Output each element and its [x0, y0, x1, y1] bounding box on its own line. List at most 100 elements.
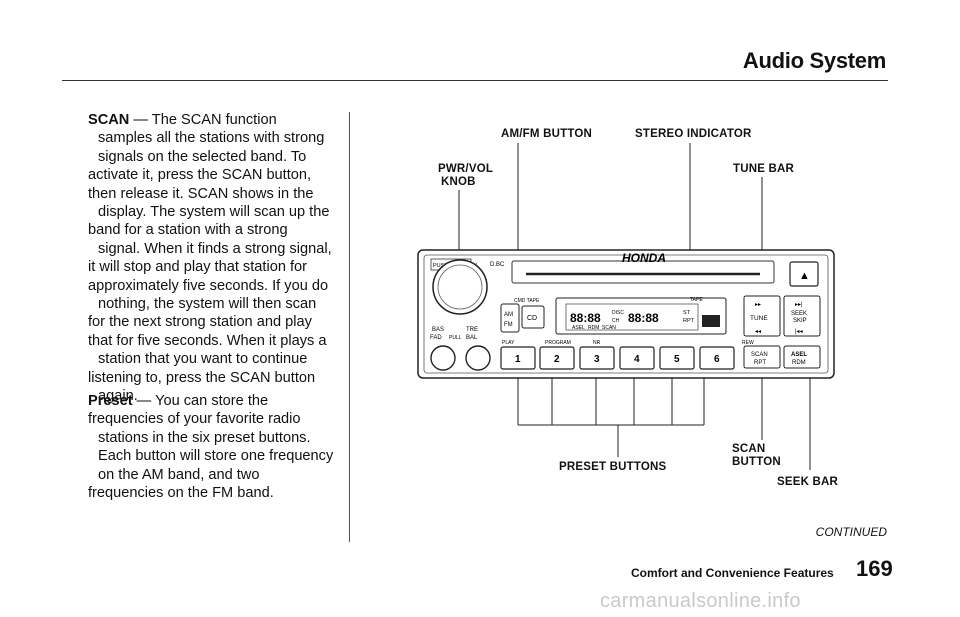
scan-button-label: SCAN — [751, 352, 768, 358]
text-line: frequencies of your favorite radio — [88, 411, 301, 428]
text-line: approximately five seconds. If you do — [88, 277, 329, 294]
text-line: band for a station with a strong — [88, 222, 288, 239]
seek-label-1: SEEK — [791, 311, 807, 317]
page-title: Audio System — [742, 48, 886, 73]
scan-term: SCAN — [88, 112, 130, 128]
text-line: that for five seconds. When it plays a — [88, 332, 327, 349]
preset-button-group: 1 2 3 4 5 6 — [500, 346, 735, 370]
preset-button-label: 6 — [714, 354, 720, 365]
text-line: on the AM band, and two — [98, 466, 260, 483]
preset-button-4[interactable] — [619, 346, 655, 370]
label-knob: KNOB — [441, 176, 476, 188]
preset-button-label: 4 — [634, 354, 640, 365]
tune-ff: ▸▸ — [755, 302, 761, 308]
header-rule — [62, 80, 888, 81]
radio-dbc-label: D.BC — [490, 262, 505, 268]
amfm-button[interactable] — [500, 303, 520, 333]
label-amfm-button: AM/FM BUTTON — [501, 128, 592, 140]
display-disc: DISC — [612, 310, 624, 316]
preset-paragraph: Preset — You can store the frequencies o… — [88, 392, 368, 502]
page-number: 169 — [856, 556, 893, 581]
preset-button-3[interactable] — [579, 346, 615, 370]
label-preset-buttons: PRESET BUTTONS — [559, 461, 667, 473]
rdm-button-label: RDM — [792, 360, 806, 366]
scan-button[interactable] — [743, 345, 781, 369]
text-line: — You can store the — [132, 393, 269, 409]
radio-tre: TRE — [466, 327, 478, 333]
preset-button-6[interactable] — [699, 346, 735, 370]
display-digits: 88:88 — [570, 311, 601, 325]
preset-button-label: 1 — [515, 354, 521, 365]
text-line: again. — [98, 388, 138, 405]
seek-bar[interactable] — [783, 295, 821, 337]
text-line: signal. When it finds a strong signal, — [98, 240, 332, 257]
text-line: frequencies on the FM band. — [88, 485, 274, 502]
radio-cd: CD — [527, 315, 537, 322]
label-scan: SCAN — [732, 443, 766, 455]
label-stereo-indicator: STEREO INDICATOR — [635, 128, 752, 140]
preset-button-label: 2 — [554, 354, 560, 365]
text-line: it will stop and play that station for — [88, 259, 308, 276]
radio-pull: PULL — [449, 335, 462, 341]
label-tune-bar: TUNE BAR — [733, 163, 795, 175]
text-line: stations in the six preset buttons. — [98, 429, 311, 446]
text-line: display. The system will scan up the — [98, 204, 330, 221]
radio-am: AM — [504, 312, 513, 318]
footer-section: Comfort and Convenience Features — [631, 566, 834, 580]
text-line: Each button will store one frequency — [98, 448, 334, 465]
preset-button-5[interactable] — [659, 346, 695, 370]
display-rpt: RPT — [683, 318, 695, 324]
preset-button-label: 3 — [594, 354, 600, 365]
display-tape: TAPE — [690, 297, 703, 303]
radio-nr: NR — [593, 340, 601, 346]
watermark: carmanualsonline.info — [600, 590, 801, 612]
label-seek-bar: SEEK BAR — [777, 476, 839, 488]
tune-label: TUNE — [750, 315, 768, 322]
label-scan-button: BUTTON — [732, 456, 781, 468]
preset-button-2[interactable] — [539, 346, 575, 370]
tune-rw: ◂◂ — [755, 329, 761, 335]
radio-fad: FAD — [430, 335, 442, 341]
radio-program: PROGRAM — [545, 340, 571, 346]
text-line: — The SCAN function — [129, 112, 277, 128]
text-line: signals on the selected band. To — [98, 148, 307, 165]
continued-label: CONTINUED — [815, 525, 887, 539]
seek-label-2: SKIP — [793, 318, 807, 324]
rpt-button-label: RPT — [754, 360, 766, 366]
radio-play: PLAY — [502, 340, 515, 346]
display-st: ST — [683, 310, 691, 316]
column-divider — [349, 112, 350, 542]
text-line: nothing, the system will then scan — [98, 296, 317, 313]
asel-button-label: ASEL — [791, 352, 807, 358]
radio-bas: BAS — [432, 327, 444, 333]
seek-back: |◂◂ — [795, 329, 803, 335]
text-line: for the next strong station and play — [88, 314, 312, 331]
tune-bar[interactable] — [743, 295, 781, 337]
bass-fader-knob[interactable] — [430, 345, 456, 371]
radio-unit: HONDA PUSH PWR · VOL D.BC BAS TRE FAD PU… — [417, 249, 835, 379]
asel-button[interactable] — [783, 345, 821, 369]
radio-cmd-label: CMD TAPE — [514, 298, 540, 304]
radio-brand: HONDA — [622, 251, 666, 265]
text-line: samples all the stations with strong — [98, 130, 325, 147]
eject-icon: ▲ — [799, 270, 810, 282]
text-line: station that you want to continue — [98, 351, 308, 368]
treble-balance-knob[interactable] — [465, 345, 491, 371]
radio-fm: FM — [504, 322, 513, 328]
scan-paragraph: SCAN — The SCAN function samples all the… — [88, 111, 368, 406]
eject-button[interactable] — [789, 261, 819, 287]
preset-button-label: 5 — [674, 354, 680, 365]
text-line: then release it. SCAN shows in the — [88, 185, 314, 202]
seek-fwd: ▸▸| — [795, 302, 803, 308]
text-line: listening to, press the SCAN button — [88, 369, 316, 386]
radio-rew: REW — [742, 340, 754, 346]
preset-button-1[interactable] — [500, 346, 536, 370]
display-digits-2: 88:88 — [628, 311, 659, 325]
cd-button[interactable] — [521, 305, 545, 329]
display-rdm: RDM — [588, 325, 599, 331]
label-pwr-vol: PWR/VOL — [438, 163, 494, 175]
display-asel: ASEL — [572, 325, 585, 331]
preset-term: Preset — [88, 393, 133, 409]
display-scan: SCAN — [602, 325, 616, 331]
